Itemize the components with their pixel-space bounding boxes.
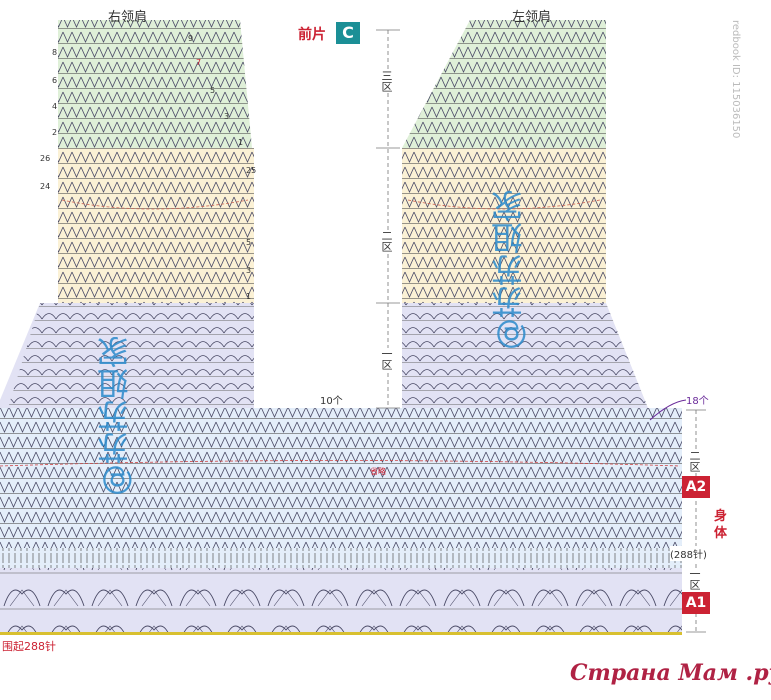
a1-badge: A1 <box>682 592 710 614</box>
row-number: 1 <box>246 292 252 301</box>
row-number: 24 <box>40 182 51 191</box>
panel-title: 前片 <box>298 27 326 43</box>
a2-badge: A2 <box>682 476 710 498</box>
left-shoulder-label: 左领肩 <box>512 10 552 25</box>
body-zone-2-label: 二区 <box>688 450 702 472</box>
zone-3-label: 三区 <box>380 70 394 92</box>
row-number: 26 <box>40 154 51 163</box>
row-number: 8 <box>52 48 58 57</box>
redbook-watermark: redbook ID: 115036150 <box>730 20 741 139</box>
count-10-label: 10个 <box>320 396 343 407</box>
zone-1-label: 一区 <box>380 348 394 370</box>
watermark-upper: @苏苏姐家 <box>490 190 528 350</box>
omit-label: 省略 <box>370 467 386 476</box>
start-chain-label: 围起288针 <box>2 640 56 653</box>
row-number: 5 <box>210 86 216 95</box>
stitch-count-label: (288针) <box>670 546 707 561</box>
body-label: 身体 <box>714 509 728 541</box>
row-number: 25 <box>246 166 257 175</box>
panel-badge: C <box>336 22 360 44</box>
right-shoulder-label: 右领肩 <box>108 10 148 25</box>
body-zone-1-label: 一区 <box>688 568 702 590</box>
row-number: 5 <box>246 238 252 247</box>
zone-2-label: 二区 <box>380 230 394 252</box>
row-number: 4 <box>52 102 58 111</box>
row-number: 3 <box>224 112 230 121</box>
row-number: 9 <box>188 34 194 43</box>
site-watermark: Страна Мам .ру <box>570 660 771 686</box>
row-number: 6 <box>52 76 58 85</box>
row-number: 7 <box>196 58 202 67</box>
watermark-lower: @苏苏姐家 <box>96 336 134 496</box>
row-number: 1 <box>238 138 244 147</box>
row-number: 3 <box>246 266 252 275</box>
count-18-label: 18个 <box>686 396 709 407</box>
row-number: 2 <box>52 128 58 137</box>
